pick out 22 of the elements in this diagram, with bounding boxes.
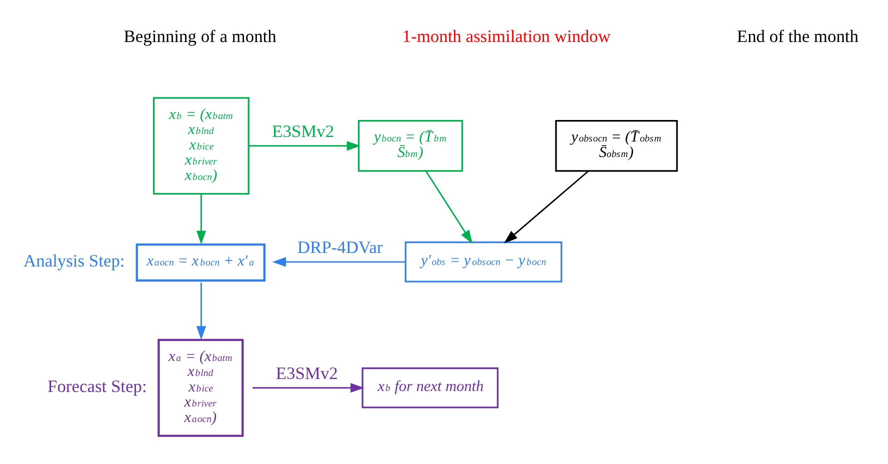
arrow xyxy=(196,282,206,340)
node-label: Analysis Step: xyxy=(24,250,125,271)
node-label: Forecast Step: xyxy=(48,376,147,396)
edge-label: E3SMv2 xyxy=(272,120,334,141)
arrow xyxy=(196,194,206,244)
arrow xyxy=(504,170,589,244)
node-box: xa = (xbatm xblnd xbice xbriver xaocn) xyxy=(158,338,244,437)
node-box: ybocn = (T̄bm S̄bm) xyxy=(358,120,464,172)
node-box: yobsocn = (T̄obsm S̄obsm) xyxy=(555,120,678,172)
label: 1-month assimilation window xyxy=(402,26,611,46)
arrow xyxy=(425,170,473,244)
arrow xyxy=(248,141,361,151)
node-box: xaocn = xbocn + x′a xyxy=(136,243,266,282)
node-box: xb = (xbatm xblnd xbice xbriver xbocn) xyxy=(152,97,250,195)
label: End of the month xyxy=(736,26,858,46)
arrow xyxy=(252,383,364,393)
node-box: y′obs = yobsocn − ybocn xyxy=(404,242,562,282)
node-box: xb for next month xyxy=(362,367,498,408)
label: Beginning of a month xyxy=(124,26,276,46)
arrow xyxy=(272,257,406,267)
edge-label: DRP-4DVar xyxy=(297,237,383,258)
edge-label: E3SMv2 xyxy=(276,362,338,383)
